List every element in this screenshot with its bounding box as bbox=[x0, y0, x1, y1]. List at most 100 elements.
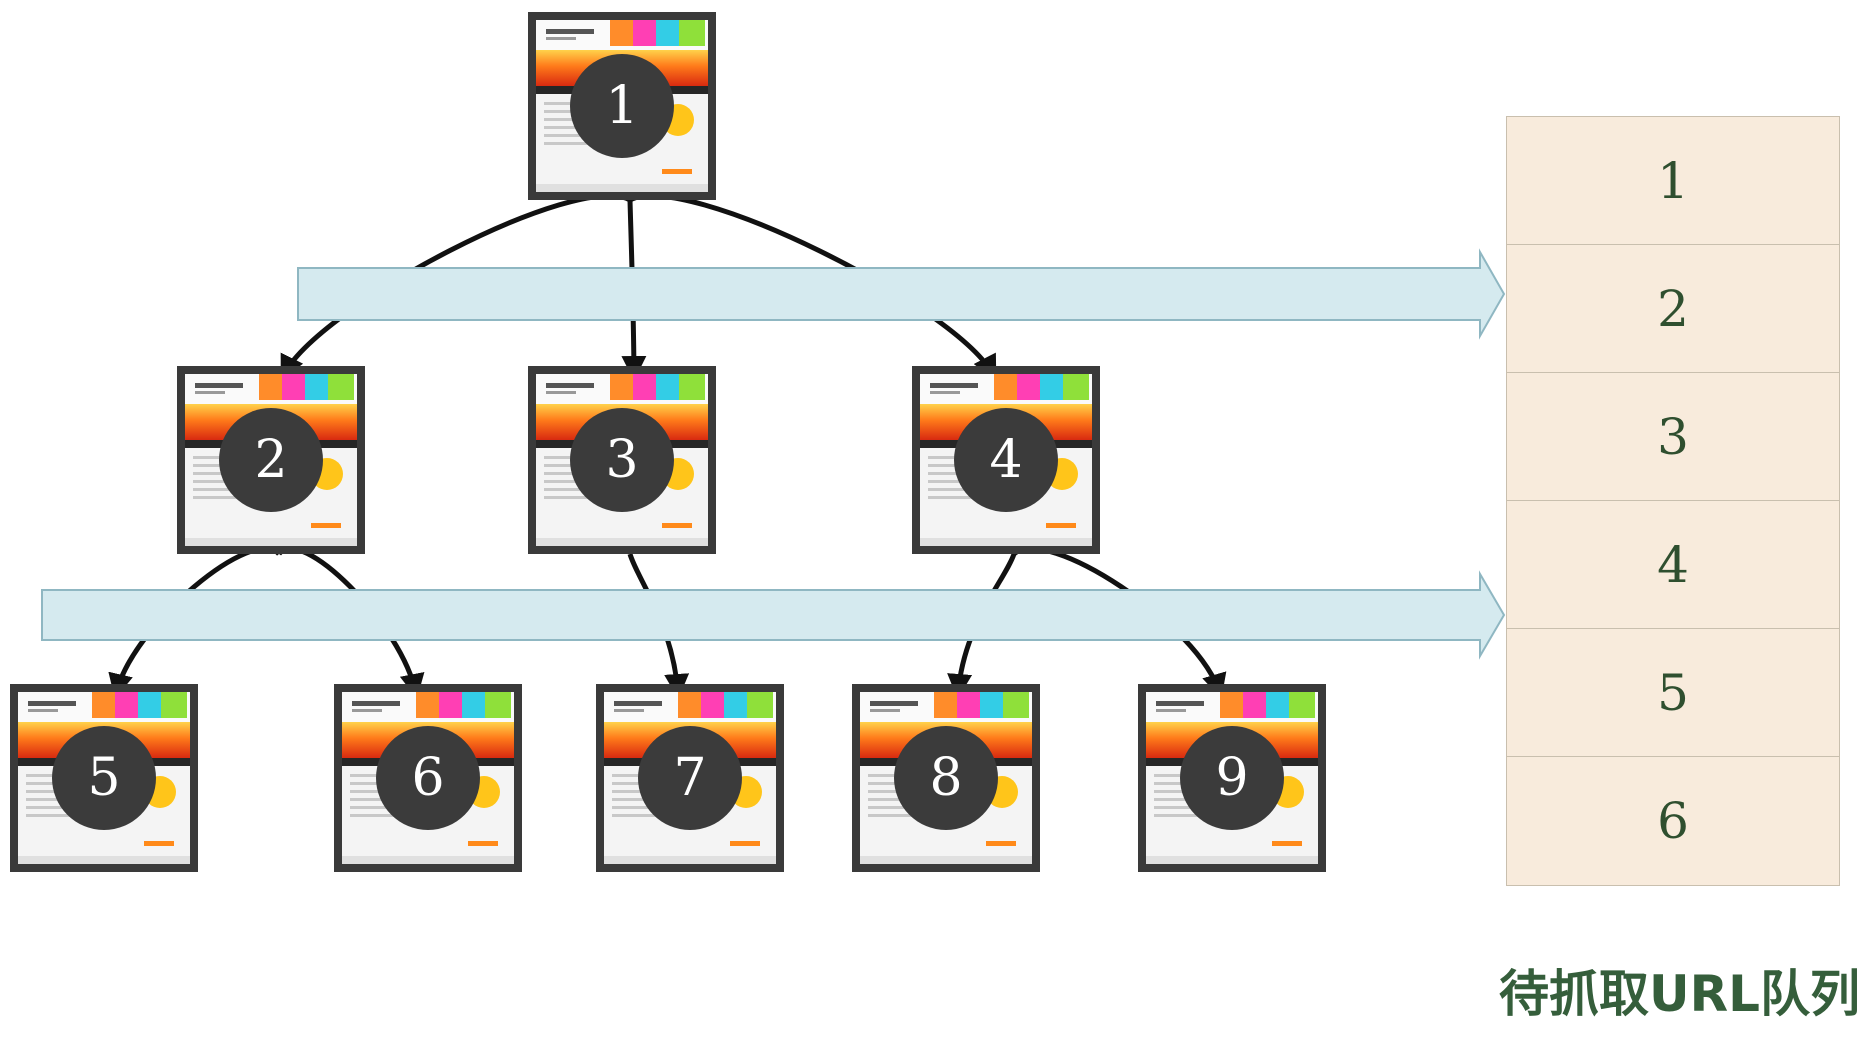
queue-item: 4 bbox=[1507, 501, 1839, 629]
thumbnail-sitename bbox=[614, 701, 662, 706]
thumbnail-sitename bbox=[352, 701, 400, 706]
thumbnail-footer bbox=[18, 856, 190, 864]
thumbnail-tagline bbox=[546, 391, 576, 394]
thumbnail-header bbox=[604, 692, 776, 722]
tab-color-block bbox=[957, 692, 983, 718]
page-number-badge: 3 bbox=[570, 408, 674, 512]
thumbnail-button bbox=[144, 841, 174, 846]
webpage-node-4: 4 bbox=[912, 366, 1100, 554]
webpage-node-6: 6 bbox=[334, 684, 522, 872]
page-number-badge: 9 bbox=[1180, 726, 1284, 830]
tab-color-block bbox=[485, 692, 511, 718]
tab-color-block bbox=[161, 692, 187, 718]
thumbnail-header bbox=[1146, 692, 1318, 722]
tab-color-block bbox=[416, 692, 442, 718]
thumbnail-tagline bbox=[614, 709, 644, 712]
thumbnail-sitename bbox=[546, 29, 594, 34]
thumbnail-footer bbox=[342, 856, 514, 864]
queue-item: 1 bbox=[1507, 117, 1839, 245]
thumbnail-header bbox=[536, 374, 708, 404]
page-number-badge: 2 bbox=[219, 408, 323, 512]
thumbnail-tagline bbox=[352, 709, 382, 712]
webpage-node-1: 1 bbox=[528, 12, 716, 200]
webpage-node-7: 7 bbox=[596, 684, 784, 872]
tab-color-block bbox=[282, 374, 308, 400]
thumbnail-header bbox=[18, 692, 190, 722]
tab-color-block bbox=[1003, 692, 1029, 718]
thumbnail-sitename bbox=[546, 383, 594, 388]
thumbnail-tagline bbox=[870, 709, 900, 712]
webpage-node-9: 9 bbox=[1138, 684, 1326, 872]
webpage-node-5: 5 bbox=[10, 684, 198, 872]
thumbnail-button bbox=[730, 841, 760, 846]
tab-color-block bbox=[92, 692, 118, 718]
thumbnail-tagline bbox=[546, 37, 576, 40]
tab-color-block bbox=[656, 374, 682, 400]
thumbnail-tagline bbox=[195, 391, 225, 394]
tab-color-block bbox=[610, 374, 636, 400]
tab-color-block bbox=[633, 374, 659, 400]
tab-color-block bbox=[328, 374, 354, 400]
tab-color-block bbox=[259, 374, 285, 400]
page-number-badge: 7 bbox=[638, 726, 742, 830]
queue-item: 2 bbox=[1507, 245, 1839, 373]
thumbnail-sitename bbox=[195, 383, 243, 388]
thumbnail-header bbox=[920, 374, 1092, 404]
tab-color-block bbox=[1243, 692, 1269, 718]
thumbnail-button bbox=[468, 841, 498, 846]
tab-color-block bbox=[1063, 374, 1089, 400]
tab-color-block bbox=[994, 374, 1020, 400]
queue-item: 3 bbox=[1507, 373, 1839, 501]
thumbnail-header bbox=[860, 692, 1032, 722]
thumbnail-button bbox=[1046, 523, 1076, 528]
tab-color-block bbox=[138, 692, 164, 718]
tab-color-block bbox=[656, 20, 682, 46]
thumbnail-sitename bbox=[1156, 701, 1204, 706]
thumbnail-button bbox=[1272, 841, 1302, 846]
level-2-arrow bbox=[41, 570, 1506, 660]
thumbnail-footer bbox=[860, 856, 1032, 864]
page-number-badge: 5 bbox=[52, 726, 156, 830]
thumbnail-sitename bbox=[930, 383, 978, 388]
tab-color-block bbox=[305, 374, 331, 400]
queue-title: 待抓取URL队列 bbox=[1499, 965, 1860, 1023]
thumbnail-button bbox=[311, 523, 341, 528]
tab-color-block bbox=[610, 20, 636, 46]
page-number-badge: 4 bbox=[954, 408, 1058, 512]
tab-color-block bbox=[724, 692, 750, 718]
tab-color-block bbox=[1289, 692, 1315, 718]
queue-item: 6 bbox=[1657, 792, 1689, 850]
thumbnail-footer bbox=[604, 856, 776, 864]
thumbnail-sitename bbox=[870, 701, 918, 706]
tab-color-block bbox=[747, 692, 773, 718]
thumbnail-sitename bbox=[28, 701, 76, 706]
page-number-badge: 8 bbox=[894, 726, 998, 830]
tab-color-block bbox=[678, 692, 704, 718]
tab-color-block bbox=[1266, 692, 1292, 718]
thumbnail-footer bbox=[185, 538, 357, 546]
level-1-arrow bbox=[297, 248, 1506, 340]
webpage-node-2: 2 bbox=[177, 366, 365, 554]
tab-color-block bbox=[679, 20, 705, 46]
page-number-badge: 6 bbox=[376, 726, 480, 830]
tab-color-block bbox=[980, 692, 1006, 718]
thumbnail-footer bbox=[1146, 856, 1318, 864]
thumbnail-button bbox=[662, 523, 692, 528]
tab-color-block bbox=[701, 692, 727, 718]
thumbnail-header bbox=[536, 20, 708, 50]
tab-color-block bbox=[1220, 692, 1246, 718]
thumbnail-footer bbox=[536, 538, 708, 546]
tab-color-block bbox=[1040, 374, 1066, 400]
webpage-node-8: 8 bbox=[852, 684, 1040, 872]
thumbnail-tagline bbox=[1156, 709, 1186, 712]
page-number-badge: 1 bbox=[570, 54, 674, 158]
tab-color-block bbox=[679, 374, 705, 400]
thumbnail-tagline bbox=[930, 391, 960, 394]
tab-color-block bbox=[115, 692, 141, 718]
thumbnail-button bbox=[662, 169, 692, 174]
thumbnail-footer bbox=[536, 184, 708, 192]
thumbnail-button bbox=[986, 841, 1016, 846]
